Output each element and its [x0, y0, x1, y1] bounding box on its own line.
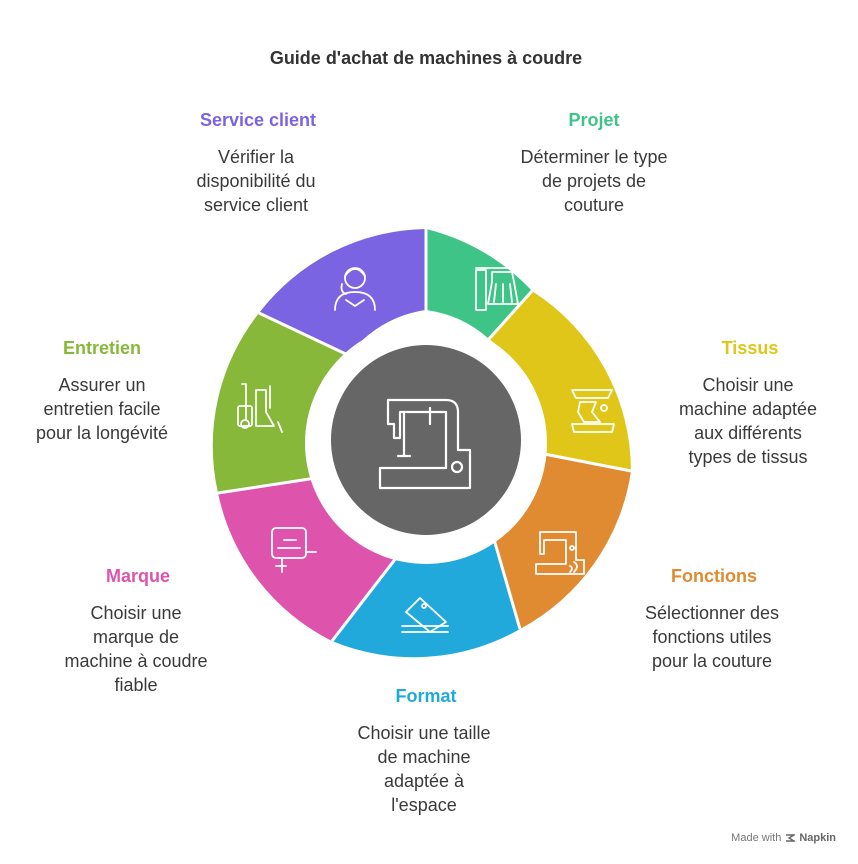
support-agent-icon — [334, 267, 376, 311]
label-entretien: Entretien — [62, 338, 141, 358]
label-format: Format — [395, 686, 457, 706]
brand-label-icon — [271, 527, 317, 573]
dress-pattern-icon — [475, 267, 521, 311]
label-fonctions: Fonctions — [671, 566, 757, 586]
label-tissus: Tissus — [721, 338, 779, 358]
sewing-machine-icon — [378, 398, 472, 490]
segment-format[interactable] — [332, 530, 520, 658]
made-with-text: Made with — [731, 832, 782, 844]
label-marque: Marque — [105, 566, 170, 586]
cleaning-tools-icon — [237, 383, 283, 433]
label-service-client: Service client — [199, 110, 317, 130]
segment-tissus[interactable] — [489, 291, 631, 471]
brand-text: Napkin — [799, 832, 836, 844]
napkin-logo-icon — [786, 834, 796, 842]
page-title: Guide d'achat de machines à coudre — [269, 48, 583, 68]
smart-sewing-machine-icon — [535, 531, 585, 575]
fabric-icon — [571, 389, 615, 433]
made-with-napkin: Made with Napkin — [731, 832, 836, 844]
center-hub — [331, 345, 521, 535]
segment-projet[interactable] — [426, 229, 532, 339]
compact-machine-icon — [401, 597, 449, 633]
label-projet: Projet — [568, 110, 620, 130]
